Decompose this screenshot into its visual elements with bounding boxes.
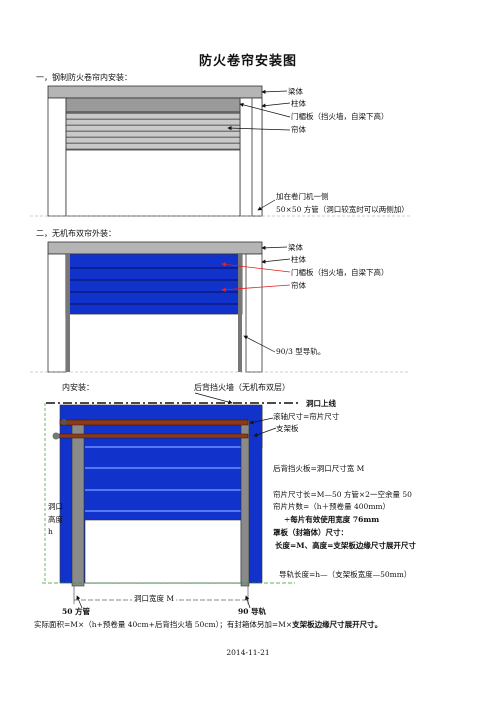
s2-beam-label: 梁体: [288, 243, 303, 252]
opening-3: [84, 519, 242, 584]
curtain-1: [65, 111, 241, 151]
section1-drawing: [30, 85, 410, 217]
rail-right-2: [238, 254, 242, 372]
beam-1: [47, 85, 263, 99]
s2-column-label: 柱体: [291, 255, 306, 264]
s1-beam-label: 梁体: [288, 87, 303, 96]
rail-length-label: 导轨长度=h—（支架板宽度—50mm）: [279, 570, 412, 579]
opening-width-label: 洞口宽度 M: [132, 593, 177, 604]
slat-count-label: 帘片片数=（h＋预卷量 400mm）: [273, 502, 391, 511]
slat-div-label: ÷每片有效使用宽度 76mm: [284, 515, 380, 524]
s1-lintel-label: 门楣板（挡火墙，自梁下高）: [291, 112, 389, 121]
section3-drawing: [42, 392, 300, 609]
section2-drawing: [30, 241, 410, 373]
page-date: 2014-11-21: [226, 648, 270, 657]
column-right-inner-1: [251, 97, 263, 217]
opening-height-1: 洞口: [48, 502, 63, 511]
area-formula-bold: 支架板边缘尺寸展开尺寸。: [292, 620, 383, 629]
back-wall-label: 后背挡火墙（无机布双层）: [194, 383, 290, 392]
opening-top-label: 洞口上线: [306, 399, 336, 408]
column-left-1: [47, 97, 67, 217]
column-right-2: [245, 253, 263, 373]
rail-90-label: 90 导轨: [238, 607, 267, 616]
hood-size-label: 长度=M、高度=支架板边缘尺寸展开尺寸: [275, 541, 416, 550]
rail-right-3: [240, 419, 250, 587]
section1-heading: 一，钢制防火卷帘内安装：: [36, 73, 132, 82]
opening-1: [65, 149, 241, 217]
area-formula-plain: 实际面积=M×（h+预卷量 40cm+后背挡火墙 50cm）；有封箱体另加=M×: [34, 620, 293, 629]
s1-curtain-label: 帘体: [291, 125, 306, 134]
shaft-top: [59, 419, 249, 426]
s2-rail-label: 90/3 型导轨。: [276, 347, 326, 356]
s1-column-label: 柱体: [291, 99, 306, 108]
section3-heading: 内安装：: [62, 383, 94, 392]
rail-left-3: [71, 419, 85, 587]
opening-height-3: h: [48, 527, 53, 536]
lintel-1: [65, 97, 241, 113]
back-plate-label: 后背挡火板=洞口尺寸宽 M: [273, 464, 365, 473]
bracket-label: 支架板: [276, 424, 299, 433]
slat-length-label: 帘片尺寸长=M—50 方管×2一空余量 50: [273, 490, 412, 499]
opening-height-2: 高度: [48, 515, 63, 524]
shaft-bottom: [57, 433, 249, 439]
curtain-2: [65, 253, 243, 315]
rail-left-2: [66, 254, 70, 372]
section2-heading: 二，无机布双帘外装：: [36, 229, 116, 238]
area-formula: 实际面积=M×（h+预卷量 40cm+后背挡火墙 50cm）；有封箱体另加=M×…: [34, 619, 382, 630]
s2-lintel-label: 门楣板（挡火墙，自梁下高）: [291, 268, 389, 277]
column-left-2: [47, 253, 67, 373]
beam-2: [47, 241, 263, 255]
tube-50-label: 50 方管: [62, 607, 91, 616]
s1-motor-label: 加在卷门机一侧: [276, 192, 329, 201]
hood-label: 罩板（封箱体）尺寸：: [273, 528, 348, 537]
s2-curtain-label: 帘体: [291, 281, 306, 290]
s1-tube-label: 50×50 方管（洞口较宽时可以两侧加）: [276, 205, 409, 214]
shaft-label: 滚轴尺寸=帘片尺寸: [273, 412, 340, 421]
page-title: 防火卷帘安装图: [198, 54, 297, 69]
